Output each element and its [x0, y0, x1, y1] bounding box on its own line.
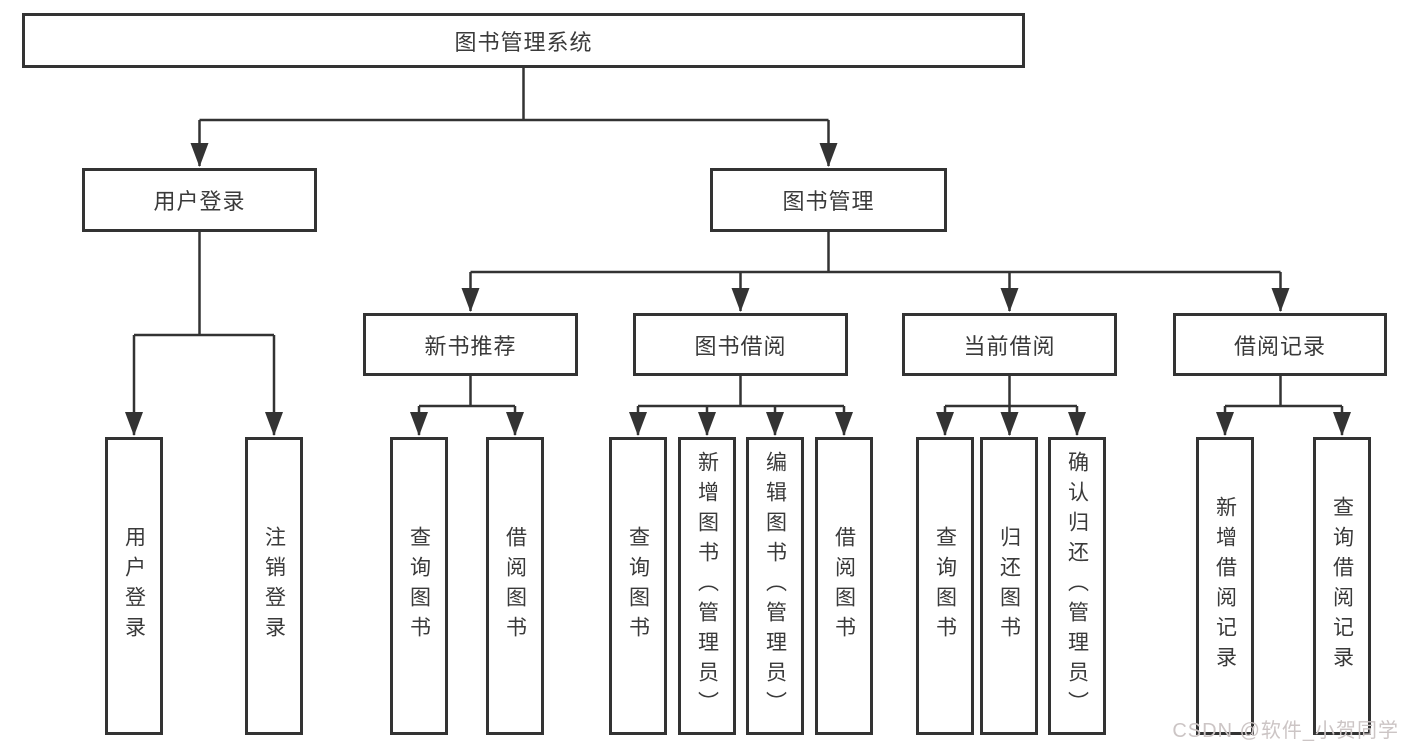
- node-edit-book-admin: 编辑图书（管理员）: [746, 437, 804, 735]
- node-label: 查询借阅记录: [1330, 496, 1354, 676]
- node-label: 图书管理: [782, 189, 875, 214]
- node-book-borrowing: 图书借阅: [633, 313, 848, 376]
- node-label: 图书管理系统: [454, 29, 593, 55]
- node-user-login-leaf: 用户登录: [105, 437, 163, 735]
- node-borrow-books-borrowing: 借阅图书: [815, 437, 873, 735]
- node-query-books-current: 查询图书: [916, 437, 974, 735]
- node-book-management-branch: 图书管理: [710, 168, 947, 232]
- node-add-book-admin: 新增图书（管理员）: [678, 437, 736, 735]
- node-label: 用户登录: [122, 526, 146, 646]
- node-label: 查询图书: [933, 526, 957, 646]
- node-borrow-books-recommend: 借阅图书: [486, 437, 544, 735]
- node-logout-leaf: 注销登录: [245, 437, 303, 735]
- node-new-book-recommend: 新书推荐: [363, 313, 578, 376]
- node-query-books-borrowing: 查询图书: [609, 437, 667, 735]
- node-return-books: 归还图书: [980, 437, 1038, 735]
- node-label: 查询图书: [626, 526, 650, 646]
- node-label: 注销登录: [262, 526, 286, 646]
- node-current-borrowing: 当前借阅: [902, 313, 1117, 376]
- node-borrowing-records: 借阅记录: [1173, 313, 1387, 376]
- node-add-borrow-record: 新增借阅记录: [1196, 437, 1254, 735]
- node-label: 确认归还（管理员）: [1065, 451, 1089, 721]
- node-query-books-recommend: 查询图书: [390, 437, 448, 735]
- node-label: 图书借阅: [694, 333, 787, 359]
- node-label: 借阅记录: [1233, 333, 1326, 359]
- csdn-watermark: CSDN @软件_小贺同学: [1172, 720, 1399, 742]
- node-label: 新书推荐: [424, 333, 517, 359]
- node-label: 新增图书（管理员）: [695, 451, 719, 721]
- node-confirm-return-admin: 确认归还（管理员）: [1048, 437, 1106, 735]
- node-label: 借阅图书: [832, 526, 856, 646]
- node-label: 编辑图书（管理员）: [763, 451, 787, 721]
- node-book-management-system: 图书管理系统: [22, 13, 1025, 68]
- node-label: 用户登录: [153, 189, 246, 214]
- node-label: 查询图书: [407, 526, 431, 646]
- node-label: 归还图书: [997, 526, 1021, 646]
- node-label: 新增借阅记录: [1213, 496, 1237, 676]
- node-query-borrow-record: 查询借阅记录: [1313, 437, 1371, 735]
- node-label: 借阅图书: [503, 526, 527, 646]
- node-label: 当前借阅: [963, 333, 1056, 359]
- node-user-login-branch: 用户登录: [82, 168, 317, 232]
